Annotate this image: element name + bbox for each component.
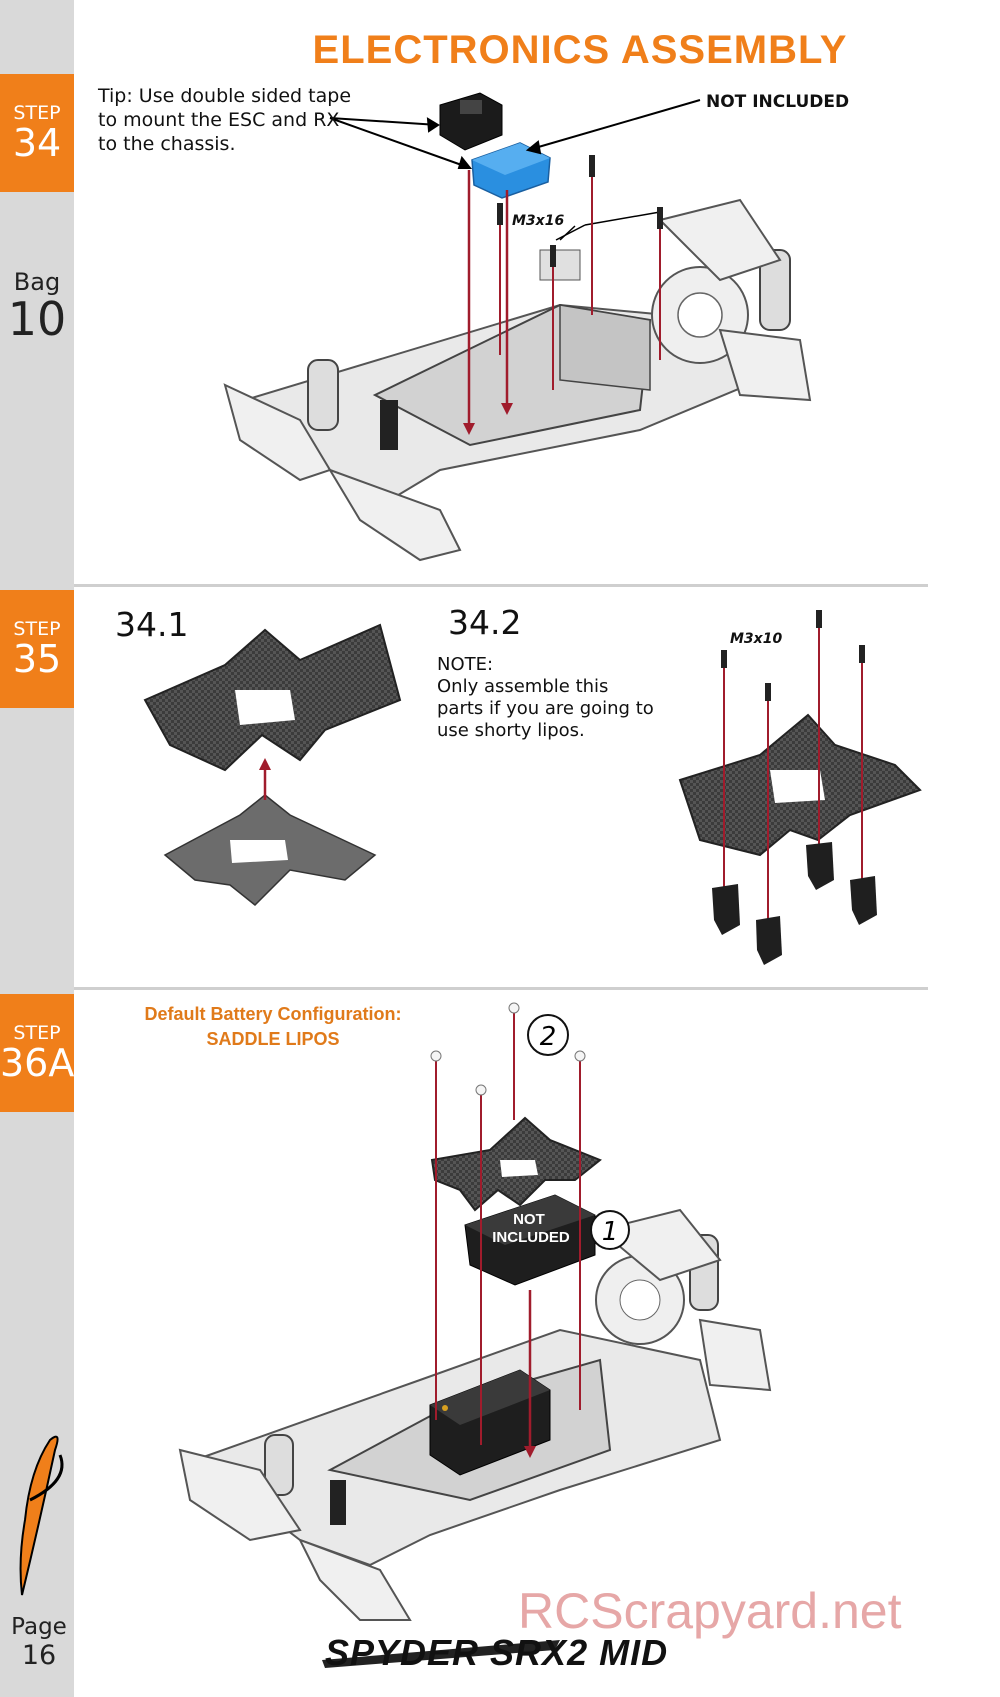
callout-2: 2 [527,1014,569,1056]
m3x16-pointers [555,211,661,241]
step34-guide-lines [463,155,663,435]
step34-not-included-label: NOT INCLUDED [706,92,850,112]
step36-guide-lines [430,1002,586,1458]
tip-arrows [329,99,701,169]
step-number: 34 [12,121,62,165]
step36-top-plate [430,1116,602,1212]
rear-shock [759,249,791,331]
step-label: STEP [13,1022,61,1044]
page-title: ELECTRONICS ASSEMBLY [312,28,848,72]
step35-plates-34-2 [678,610,922,965]
step35-substep-1: 34.1 [115,605,189,644]
battery-label-line-2: INCLUDED [492,1229,570,1246]
product-name: SPYDER SRX2 MID [325,1632,669,1673]
step-number: 36A [0,1041,75,1085]
bag-indicator: Bag 10 [0,268,74,342]
step34-chassis-illustration [223,198,812,562]
section-divider [74,987,928,990]
step35-screw-label: M3x10 [730,631,783,647]
config-line-2: SADDLE LIPOS [206,1029,340,1049]
watermark: RCScrapyard.net [518,1583,902,1639]
left-sidebar [0,0,74,1697]
callout-2-number: 2 [540,1022,557,1052]
step35-plates-34-1 [143,623,402,907]
step35-substep-2: 34.2 [448,603,522,642]
step-35-badge: STEP 35 [0,590,74,708]
callout-1: 1 [590,1210,630,1250]
note-body: Only assemble this parts if you are goin… [437,676,654,741]
bag-label: Bag [13,268,61,296]
step35-note: NOTE: Only assemble this parts if you ar… [437,654,657,742]
battery-not-included-label: NOT INCLUDED [492,1211,570,1246]
step34-screw-label: M3x16 [512,213,565,229]
step36-chassis-illustration [178,1208,772,1621]
front-shock [307,359,339,431]
page-indicator: Page 16 [0,1614,78,1671]
step34-tip: Tip: Use double sided tape to mount the … [98,85,352,155]
step-36a-badge: STEP 36A [0,994,74,1112]
step-34-badge: STEP 34 [0,74,74,192]
page-number: 16 [21,1640,57,1671]
step-label: STEP [13,102,61,124]
callout-1-number: 1 [602,1217,619,1247]
loose-battery [464,1194,596,1286]
section-divider [74,584,928,587]
receiver [439,92,503,151]
config-line-1: Default Battery Configuration: [144,1004,402,1024]
battery-label-line-1: NOT [513,1211,545,1228]
note-title: NOTE: [437,654,494,675]
bag-number: 10 [7,292,67,346]
default-battery-config: Default Battery Configuration: SADDLE LI… [108,1002,438,1052]
serpent-logo [19,1435,64,1596]
product-logo [322,1640,560,1668]
page-label: Page [11,1614,67,1640]
step-label: STEP [13,618,61,640]
step-number: 35 [12,637,62,681]
